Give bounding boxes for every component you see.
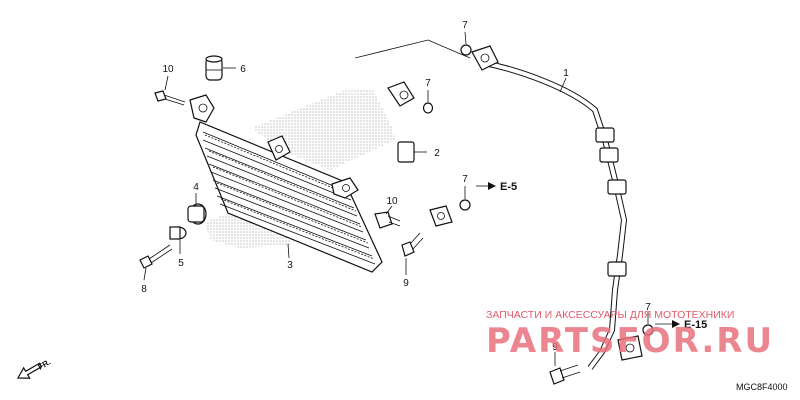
callout-10-left: 10 <box>162 64 174 75</box>
callout-10-right: 10 <box>386 196 398 207</box>
front-arrow-icon <box>16 362 43 379</box>
oil-cooler-pipe-part-1[interactable] <box>471 45 643 370</box>
watermark-brand: PARTSFOR.RU <box>486 321 774 361</box>
callout-1: 1 <box>563 68 569 79</box>
grommet-part-6[interactable] <box>205 55 223 81</box>
bolt-part-9-bottom[interactable] <box>549 364 581 385</box>
watermark-caption: ЗАПЧАСТИ И АКСЕССУАРЫ ДЛЯ МОТОТЕХНИКИ <box>486 309 734 321</box>
callout-3: 3 <box>287 260 293 271</box>
callout-7-top: 7 <box>462 20 468 31</box>
oil-cooler[interactable] <box>189 94 383 273</box>
collar-part-4[interactable] <box>187 205 205 223</box>
bolt-part-8[interactable] <box>139 244 173 269</box>
o-ring-7-bottom[interactable] <box>642 324 654 336</box>
oil-cooler-hose-part-2[interactable] <box>350 57 453 227</box>
callout-4: 4 <box>193 182 199 193</box>
bolt-part-9-mid[interactable] <box>401 232 424 257</box>
o-ring-7-e5[interactable] <box>459 199 471 211</box>
callout-7-bottom: 7 <box>645 302 651 313</box>
callout-6: 6 <box>240 64 246 75</box>
callout-8: 8 <box>141 284 147 295</box>
arrow-icon-e15 <box>672 320 680 328</box>
callout-7-e5: 7 <box>462 174 468 185</box>
direction-label: FR. <box>37 357 53 371</box>
bolt-part-10-left[interactable] <box>154 90 186 106</box>
reference-e5[interactable]: E-5 <box>500 181 517 193</box>
assembly-bracket-line <box>354 39 471 59</box>
grommet-part-5[interactable] <box>169 226 187 240</box>
callout-9-bottom: 9 <box>552 342 558 353</box>
diagram-code: MGC8F4000 <box>736 382 788 392</box>
callout-9-mid: 9 <box>403 278 409 289</box>
callout-5: 5 <box>178 258 184 269</box>
arrow-icon-e5 <box>488 182 496 190</box>
reference-e15[interactable]: E-15 <box>684 319 707 331</box>
o-ring-7-top[interactable] <box>460 44 472 56</box>
leader-lines <box>143 31 672 366</box>
callout-7-mid: 7 <box>425 78 431 89</box>
bolt-part-10-right[interactable] <box>374 211 401 229</box>
o-ring-7-mid[interactable] <box>422 102 434 114</box>
callout-2: 2 <box>434 148 440 159</box>
